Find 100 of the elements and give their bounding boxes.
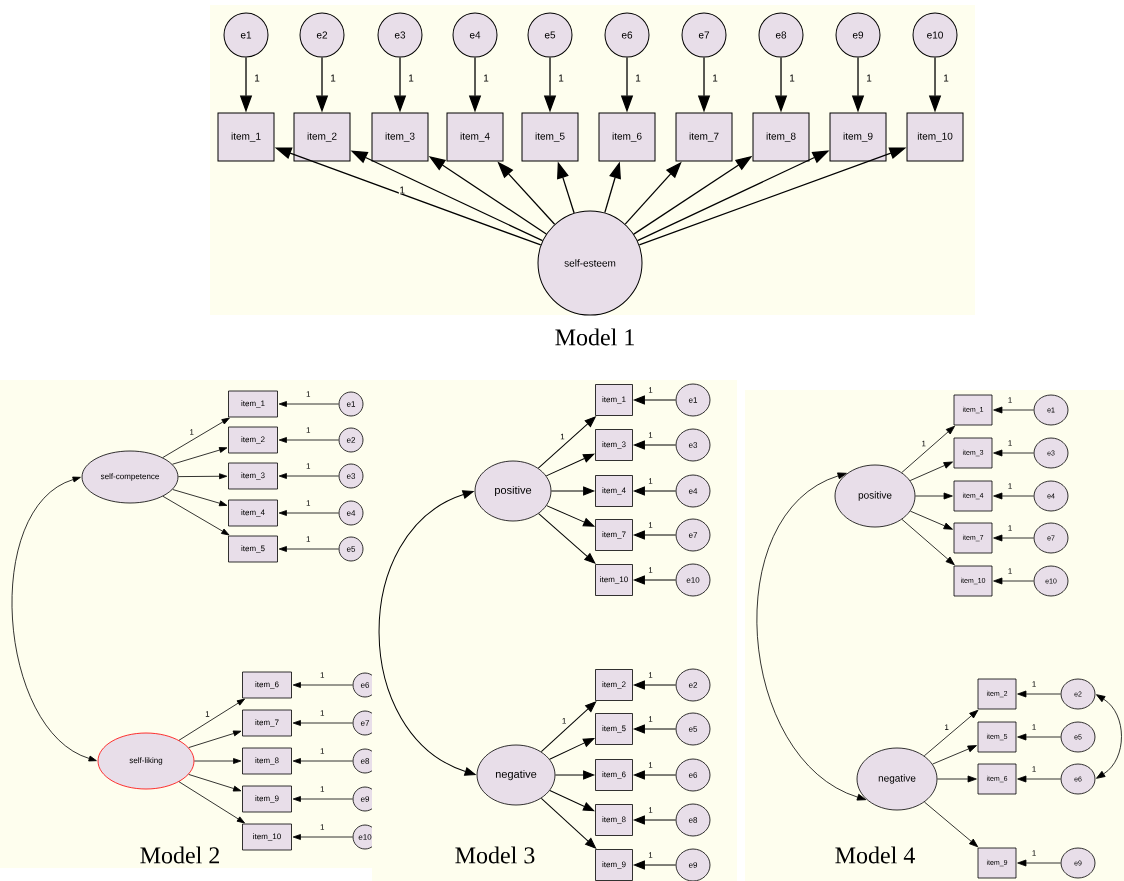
arrow [901,519,955,566]
arrow [1017,859,1061,867]
arrow [1017,775,1061,783]
item-box: item_8 [242,747,292,775]
arrow [292,758,353,764]
item-box: item_8 [595,804,633,836]
item-box: item_1 [217,112,275,162]
edge-label: 1 [1031,765,1037,773]
arrow [554,770,595,780]
item-box: item_8 [752,112,810,162]
edge-label: 1 [1007,567,1013,575]
item-box: item_5 [521,112,579,162]
arrow [549,790,595,812]
arrow [932,745,977,765]
arrow [278,437,339,443]
arrow [178,781,245,824]
item-box: item_10 [242,823,292,851]
arrow [633,486,677,496]
arrow [633,530,677,540]
item-box: item_3 [228,462,278,490]
arrow [545,453,595,477]
edge-label: 1 [647,566,654,574]
item-box: item_1 [228,390,278,418]
arrow [537,416,596,469]
arrow [538,513,596,564]
edge-label: 1 [561,717,567,725]
edge-label: 1 [305,390,311,398]
item-box: item_4 [446,112,504,162]
arrow [633,860,677,870]
edge-label: 1 [942,74,950,82]
arrow [549,738,595,760]
covariance-arrow [757,472,867,801]
arrow [633,770,677,780]
model-caption: Model 2 [140,846,219,864]
edge-label: 1 [634,74,642,82]
arrow [540,701,597,753]
item-box: item_4 [228,499,278,527]
arrow [540,797,597,849]
arrow [194,758,242,764]
edge-label: 1 [329,74,337,82]
covariance-arrow [378,490,476,776]
arrow [550,486,595,496]
item-box: item_9 [829,112,887,162]
arrow [633,815,677,825]
edge-label: 1 [559,433,566,440]
item-box: item_7 [595,519,633,551]
edge-label: 1 [253,74,261,82]
item-box: item_9 [595,849,633,881]
edge-label: 1 [647,715,654,723]
arrow [292,720,353,726]
item-box: item_5 [595,713,633,745]
model-caption: Model 3 [455,846,535,864]
edge-label: 1 [319,823,325,831]
arrow [188,730,242,748]
arrow [993,449,1034,457]
edge-label: 1 [788,74,796,82]
edge-label: 1 [647,431,654,439]
arrow [909,461,953,481]
edge-label: 1 [1007,524,1013,532]
edge-label: 1 [1031,849,1037,857]
arrow [901,425,955,473]
edge-label: 1 [647,386,654,394]
arrow [993,577,1034,585]
arrow [633,680,677,690]
arrow [178,473,228,480]
edge-label: 1 [647,521,654,529]
item-box: item_6 [595,759,633,791]
arrow [162,417,230,458]
item-box: item_2 [595,669,633,701]
item-box: item_3 [595,429,633,461]
edge-label: 1 [1007,396,1013,404]
arrow [292,834,353,840]
edge-label: 1 [1007,482,1013,490]
covariance-arrow [1096,694,1122,779]
edge-label: 1 [398,186,406,194]
arrow [993,492,1034,500]
arrow [924,801,979,848]
item-box: item_1 [595,384,633,416]
arrow [1017,690,1061,698]
edge-label: 1 [319,709,325,717]
edge-label: 1 [188,428,195,436]
item-box: item_7 [242,709,292,737]
edge-label: 1 [865,74,873,82]
edge-label: 1 [305,499,311,507]
arrow [915,492,953,500]
arrow [278,546,339,552]
model-caption: Model 4 [835,846,915,864]
item-box: item_6 [242,671,292,699]
arrow [292,796,353,802]
arrow [278,401,339,407]
edge-label: 1 [1031,680,1037,688]
arrow [633,575,677,585]
arrow [188,774,242,792]
edge-label: 1 [1007,439,1013,447]
arrow [937,775,977,783]
arrow [292,682,353,688]
edge-label: 1 [647,851,654,859]
arrow [178,698,245,741]
edge-label: 1 [305,426,311,434]
edge-label: 1 [305,535,311,543]
